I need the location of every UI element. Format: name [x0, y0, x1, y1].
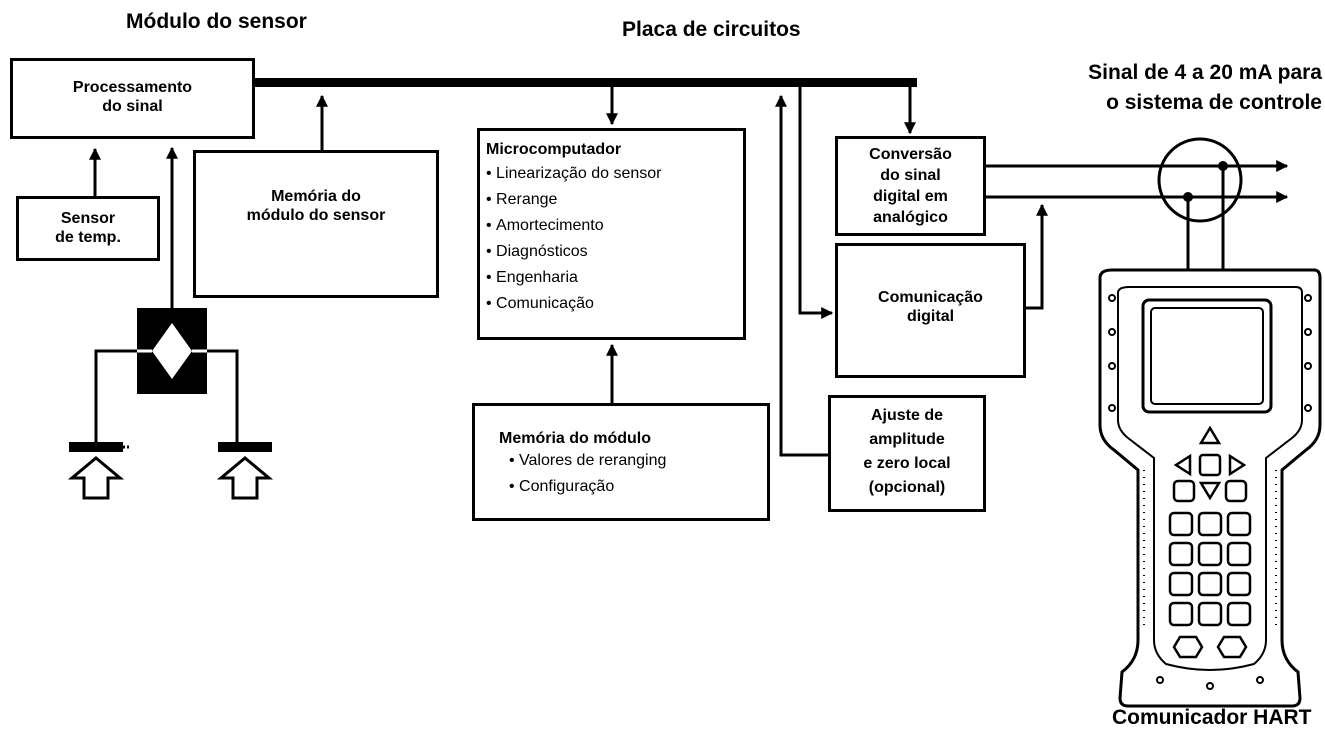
circuit-board-heading: Placa de circuitos: [622, 18, 801, 41]
local-adjust-line1: Ajuste de: [870, 407, 943, 424]
dac-line3: digital em: [873, 188, 948, 205]
temp-sensor-line2: de temp.: [55, 229, 121, 247]
microcomputer-box: Microcomputador Linearização do sensor R…: [477, 128, 746, 340]
local-adjust-line2: amplitude: [869, 431, 945, 448]
dac-line2: do sinal: [880, 167, 941, 184]
module-memory-title: Memória do módulo: [499, 430, 651, 447]
digital-comm-line2: digital: [906, 308, 955, 326]
micro-item-5: Engenharia: [486, 265, 743, 291]
signal-heading-line2: o sistema de controle: [1106, 91, 1322, 114]
module-memory-item-2: Configuração: [509, 474, 767, 500]
micro-item-1: Linearização do sensor: [486, 161, 743, 187]
module-memory-item-1: Valores de reranging: [509, 448, 767, 474]
micro-item-3: Amortecimento: [486, 213, 743, 239]
signal-processing-line2: do sinal: [102, 98, 163, 116]
pressure-input-right-icon: [216, 442, 274, 500]
dac-line1: Conversão: [869, 146, 952, 163]
signal-processing-line1: Processamento: [72, 79, 193, 96]
local-adjust-line4: (opcional): [868, 479, 946, 496]
local-adjust-line3: e zero local: [863, 455, 951, 472]
temp-sensor-line1: Sensor: [60, 210, 116, 227]
hart-heading: Comunicador HART: [1112, 706, 1312, 729]
signal-processing-box: Processamento do sinal: [10, 58, 255, 139]
dac-line4: analógico: [873, 209, 948, 226]
loop-connection-icon: [1157, 137, 1243, 270]
sensor-memory-line1: Memória do: [271, 188, 361, 205]
micro-item-4: Diagnósticos: [486, 239, 743, 265]
signal-heading-line1: Sinal de 4 a 20 mA para: [1088, 61, 1322, 84]
dac-box: Conversão do sinal digital em analógico: [835, 136, 986, 236]
isolator-diaphragm-icon: [137, 308, 207, 394]
hart-communicator-icon: [1098, 268, 1322, 708]
main-bus: [255, 78, 917, 87]
micro-item-6: Comunicação: [486, 291, 743, 317]
temp-sensor-box: Sensor de temp.: [16, 196, 160, 261]
signal-heading: Sinal de 4 a 20 mA para o sistema de con…: [1030, 58, 1322, 118]
sensor-module-heading: Módulo do sensor: [126, 10, 307, 33]
micro-item-2: Rerange: [486, 187, 743, 213]
digital-comm-line1: Comunicação: [878, 289, 983, 306]
local-adjust-box: Ajuste de amplitude e zero local (opcion…: [828, 395, 986, 512]
sensor-memory-line2: módulo do sensor: [246, 207, 386, 225]
digital-comm-box: Comunicação digital: [835, 243, 1026, 378]
module-memory-box: Memória do módulo Valores de reranging C…: [472, 403, 770, 521]
pressure-input-left-icon: [67, 442, 131, 500]
sensor-memory-box: Memória do módulo do sensor: [193, 150, 439, 298]
microcomputer-title: Microcomputador: [486, 141, 622, 158]
